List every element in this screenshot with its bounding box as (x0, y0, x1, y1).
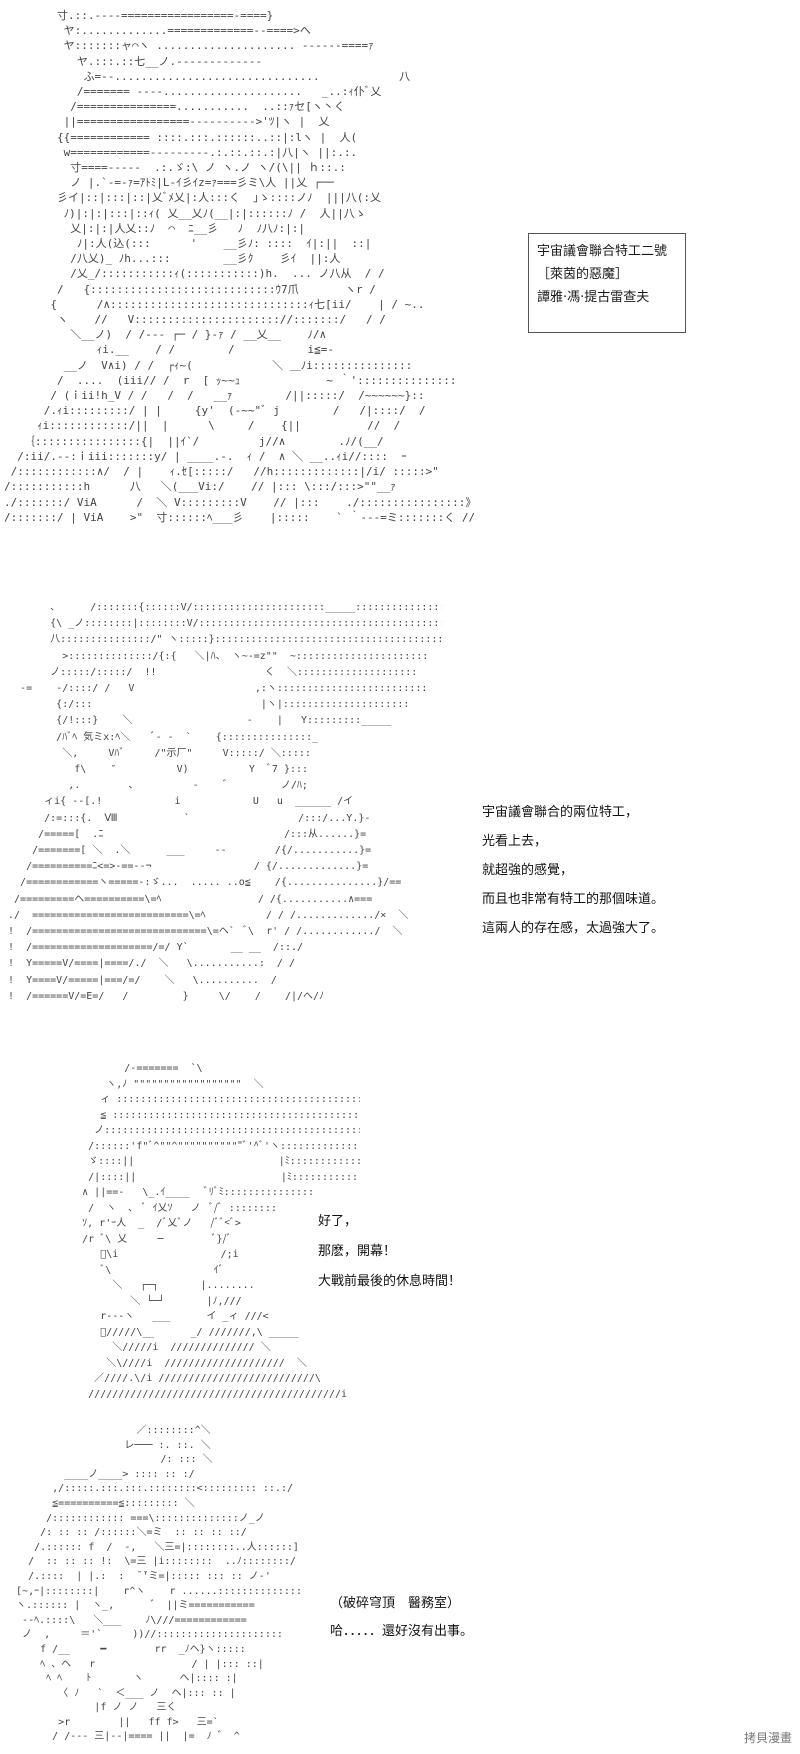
narration-line: 大戰前最後的休息時間！ (318, 1274, 462, 1289)
narration-block-4: （破碎穹頂 醫務室） 哈．．．．．還好沒有出事。 (330, 1590, 473, 1646)
caption-line-1: 宇宙議會聯合特工二號 (537, 244, 668, 259)
dialogue-line: 哈．．．．．還好沒有出事。 (330, 1624, 474, 1639)
site-watermark: 拷貝漫畫 (743, 1731, 792, 1745)
narration-line: 而且也非常有特工的那個味道。 (482, 892, 665, 907)
location-caption: （破碎穹頂 醫務室） (330, 1596, 461, 1611)
narration-line: 那麽，開幕！ (318, 1244, 397, 1259)
narration-line: 這兩人的存在感，太過強大了。 (482, 921, 665, 936)
panel-1: 寸.::.----=================-====} ヤ:.....… (0, 0, 800, 580)
narration-line: 好了， (318, 1214, 358, 1229)
caption-line-2: ［萊茵的惡魔］ (537, 267, 629, 282)
narration-block-3: 好了， 那麽，開幕！ 大戰前最後的休息時間！ (318, 1207, 461, 1297)
narration-line: 宇宙議會聯合的兩位特工， (482, 805, 639, 820)
narration-line: 光看上去， (482, 834, 548, 849)
character-caption-box: 宇宙議會聯合特工二號 ［萊茵的惡魔］ 譚雅·馮·提古雷查夫 (528, 233, 686, 333)
caption-line-3: 譚雅·馮·提古雷查夫 (537, 290, 650, 305)
ascii-art-narrator: /-======= `\ ヽ,ﾉ """""""""""""""""" ＼ ィ … (82, 1063, 360, 1400)
ascii-art-agent: 、 /:::::::{::::::V/:::::::::::::::::::::… (8, 602, 442, 1002)
panel-4: ／::::::::^＼ レ─── :. ::. ＼ /: ::: ＼ ____ノ… (0, 1420, 800, 1754)
ascii-art-infirmary: ／::::::::^＼ レ─── :. ::. ＼ /: ::: ＼ ____ノ… (16, 1425, 304, 1743)
panel-2: 、 /:::::::{::::::V/:::::::::::::::::::::… (0, 590, 800, 1040)
panel-3: /-======= `\ ヽ,ﾉ """""""""""""""""" ＼ ィ … (0, 1055, 800, 1415)
ascii-art-tanya: 寸.::.----=================-====} ヤ:.....… (4, 9, 474, 524)
narration-line: 就超強的感覺， (482, 863, 574, 878)
narration-block-2: 宇宙議會聯合的兩位特工， 光看上去， 就超強的感覺， 而且也非常有特工的那個味道… (482, 798, 664, 943)
